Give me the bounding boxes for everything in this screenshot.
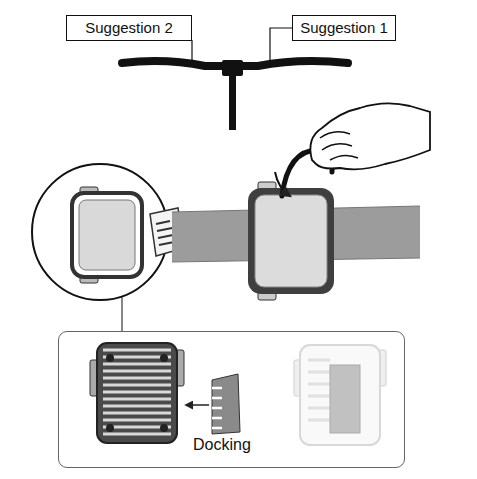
detail-panel: Docking bbox=[58, 331, 405, 468]
magnifier-detail bbox=[32, 164, 184, 300]
device-back bbox=[103, 398, 171, 401]
leader-line bbox=[122, 297, 123, 331]
magnifier-detail bbox=[79, 200, 135, 270]
device-back bbox=[103, 419, 171, 422]
docked-device-faded bbox=[300, 345, 380, 445]
device-back bbox=[103, 349, 171, 352]
docking-pad bbox=[212, 388, 222, 428]
handlebar bbox=[229, 68, 236, 130]
callout-box: Suggestion 1 bbox=[292, 15, 396, 41]
device-back bbox=[160, 424, 168, 432]
hand bbox=[275, 172, 290, 196]
magnifier-detail bbox=[32, 164, 168, 300]
docked-device-faded bbox=[330, 365, 360, 433]
docking-pad bbox=[212, 374, 240, 434]
leader-line bbox=[270, 28, 292, 61]
device-back bbox=[106, 424, 114, 432]
docking-pad bbox=[186, 404, 209, 406]
magnifier-detail bbox=[72, 193, 142, 277]
device-back bbox=[103, 412, 171, 415]
device-back bbox=[103, 363, 171, 366]
device-on-strap bbox=[248, 188, 334, 294]
callout-box: Suggestion 2 bbox=[66, 15, 192, 41]
device-back bbox=[103, 405, 171, 408]
leader-line bbox=[191, 40, 192, 61]
docking-pad bbox=[186, 374, 240, 434]
device-back bbox=[103, 384, 171, 387]
magnifier-detail bbox=[156, 221, 174, 245]
device-on-strap bbox=[255, 195, 327, 287]
handlebar bbox=[222, 60, 243, 76]
device-back bbox=[103, 377, 171, 380]
device-on-strap bbox=[248, 182, 334, 300]
device-back bbox=[160, 354, 168, 362]
node-label: Suggestion 1 bbox=[293, 16, 395, 39]
hand bbox=[275, 103, 430, 196]
docked-device-faded bbox=[308, 360, 330, 420]
hand bbox=[320, 132, 358, 160]
device-back bbox=[103, 350, 171, 434]
device-back bbox=[97, 343, 177, 443]
device-back bbox=[103, 391, 171, 394]
device-back bbox=[106, 354, 114, 362]
node-label: Suggestion 2 bbox=[67, 16, 191, 39]
device-back bbox=[90, 343, 184, 443]
hand bbox=[310, 103, 430, 169]
device-back bbox=[103, 433, 171, 436]
docked-device-faded bbox=[294, 345, 386, 445]
node-label: Docking bbox=[193, 436, 251, 454]
device-back bbox=[103, 370, 171, 373]
handlebar bbox=[122, 60, 348, 130]
